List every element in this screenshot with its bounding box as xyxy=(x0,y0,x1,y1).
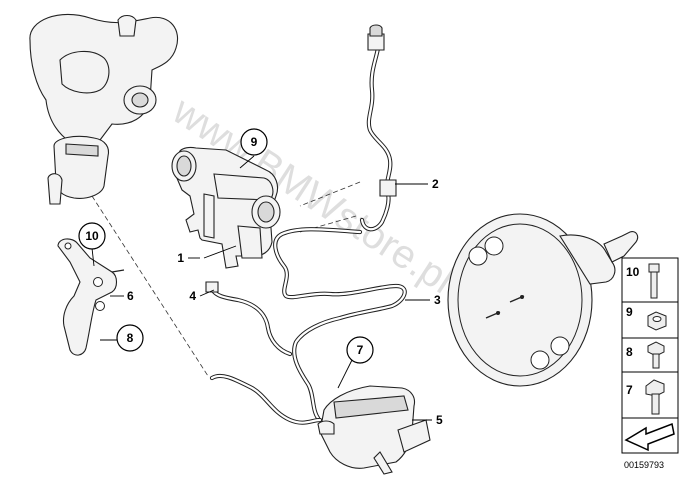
legend-number-9: 9 xyxy=(626,305,633,319)
callout-1: 1 xyxy=(177,251,184,265)
legend-number-7: 7 xyxy=(626,383,633,397)
callout-circle-9: 9 xyxy=(240,128,268,156)
direction-arrow-icon xyxy=(624,422,675,452)
fastener-legend: 10 9 8 7 xyxy=(621,257,679,454)
turbocharger xyxy=(29,13,178,205)
vacuum-pipe-2 xyxy=(359,24,397,232)
connection-line-2 xyxy=(299,181,361,207)
callout-5: 5 xyxy=(436,413,443,427)
flange-bolt-icon xyxy=(647,341,665,369)
vacuum-hose-3 xyxy=(273,227,407,421)
callout-8: 8 xyxy=(127,331,134,345)
connection-line-turbo xyxy=(91,195,209,377)
callout-2: 2 xyxy=(432,177,439,191)
bolt-long-icon xyxy=(648,263,660,299)
callout-10: 10 xyxy=(85,229,99,243)
callout-6: 6 xyxy=(127,289,134,303)
callout-4: 4 xyxy=(189,289,196,303)
leader-lines xyxy=(91,155,432,421)
callout-circle-10: 10 xyxy=(78,222,106,250)
brake-booster xyxy=(447,213,639,387)
legend-number-8: 8 xyxy=(626,345,633,359)
callout-circle-8: 8 xyxy=(116,324,144,352)
vacuum-reservoir xyxy=(317,385,431,475)
callout-3: 3 xyxy=(434,293,441,307)
hex-nut-icon xyxy=(647,311,667,331)
bracket xyxy=(57,238,125,356)
pressure-converter xyxy=(171,146,281,269)
hex-bolt-icon xyxy=(645,379,665,415)
callout-9: 9 xyxy=(251,135,258,149)
legend-number-10: 10 xyxy=(626,265,640,279)
diagram-code: 00159793 xyxy=(624,460,664,470)
callout-7: 7 xyxy=(357,343,364,357)
callout-circle-7: 7 xyxy=(346,336,374,364)
vacuum-hose-4 xyxy=(205,281,323,425)
